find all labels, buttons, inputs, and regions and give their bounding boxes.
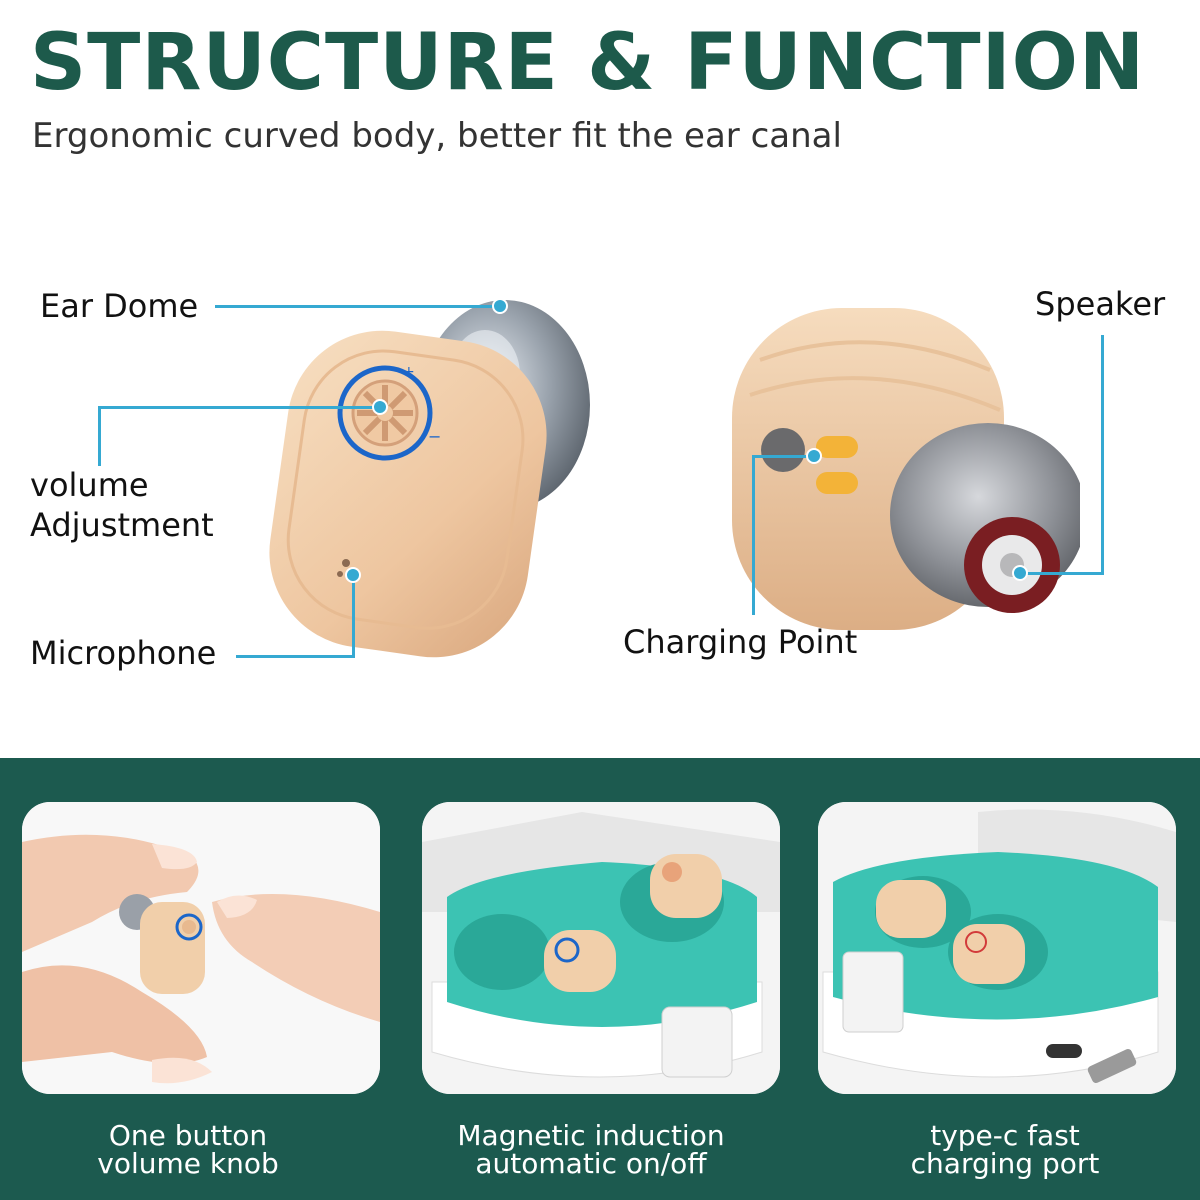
charging-marker <box>806 448 822 464</box>
svg-text:+: + <box>403 364 415 380</box>
caption-line-2: volume knob <box>97 1147 279 1180</box>
feature-card-magnetic-case <box>422 802 780 1094</box>
feature-card-type-c <box>818 802 1176 1094</box>
volume-leader-line <box>98 406 378 409</box>
feature-card-volume-knob <box>22 802 380 1094</box>
ear-dome-leader-line <box>215 305 500 308</box>
caption-line-2: charging port <box>910 1147 1100 1180</box>
microphone-marker <box>345 567 361 583</box>
microphone-leader-rise <box>352 578 355 658</box>
feature-caption-type-c: type-c fast charging port <box>805 1122 1200 1178</box>
speaker-label: Speaker <box>1035 285 1166 323</box>
volume-label-line2: Adjustment <box>30 506 214 544</box>
volume-label-line1: volume <box>30 466 149 504</box>
feature-caption-volume-knob: One button volume knob <box>0 1122 388 1178</box>
speaker-leader-rise <box>1101 335 1104 575</box>
page-title: STRUCTURE & FUNCTION <box>30 18 1146 108</box>
charging-leader-drop <box>752 455 755 615</box>
feature-caption-magnetic: Magnetic induction automatic on/off <box>391 1122 791 1178</box>
caption-line-1: One button <box>108 1119 268 1152</box>
volume-marker <box>372 399 388 415</box>
speaker-marker <box>1012 565 1028 581</box>
charging-case-open-photo <box>422 802 780 1094</box>
speaker-leader-line <box>1020 572 1104 575</box>
caption-line-1: type-c fast <box>930 1119 1080 1152</box>
microphone-label: Microphone <box>30 634 217 672</box>
caption-line-1: Magnetic induction <box>457 1119 725 1152</box>
charging-leader-line <box>752 455 812 458</box>
charging-point-label: Charging Point <box>623 623 858 661</box>
svg-text:−: − <box>428 427 441 446</box>
charging-case-typec-photo <box>818 802 1176 1094</box>
microphone-leader-line <box>236 655 355 658</box>
hearing-aid-front-illustration: + − <box>269 300 590 658</box>
page-subtitle: Ergonomic curved body, better fit the ea… <box>32 116 842 156</box>
ear-dome-label: Ear Dome <box>40 287 199 325</box>
fingers-holding-device-photo <box>22 802 380 1094</box>
caption-line-2: automatic on/off <box>475 1147 707 1180</box>
ear-dome-marker <box>492 298 508 314</box>
volume-leader-drop <box>98 406 101 466</box>
hearing-aid-side-illustration <box>732 308 1080 630</box>
